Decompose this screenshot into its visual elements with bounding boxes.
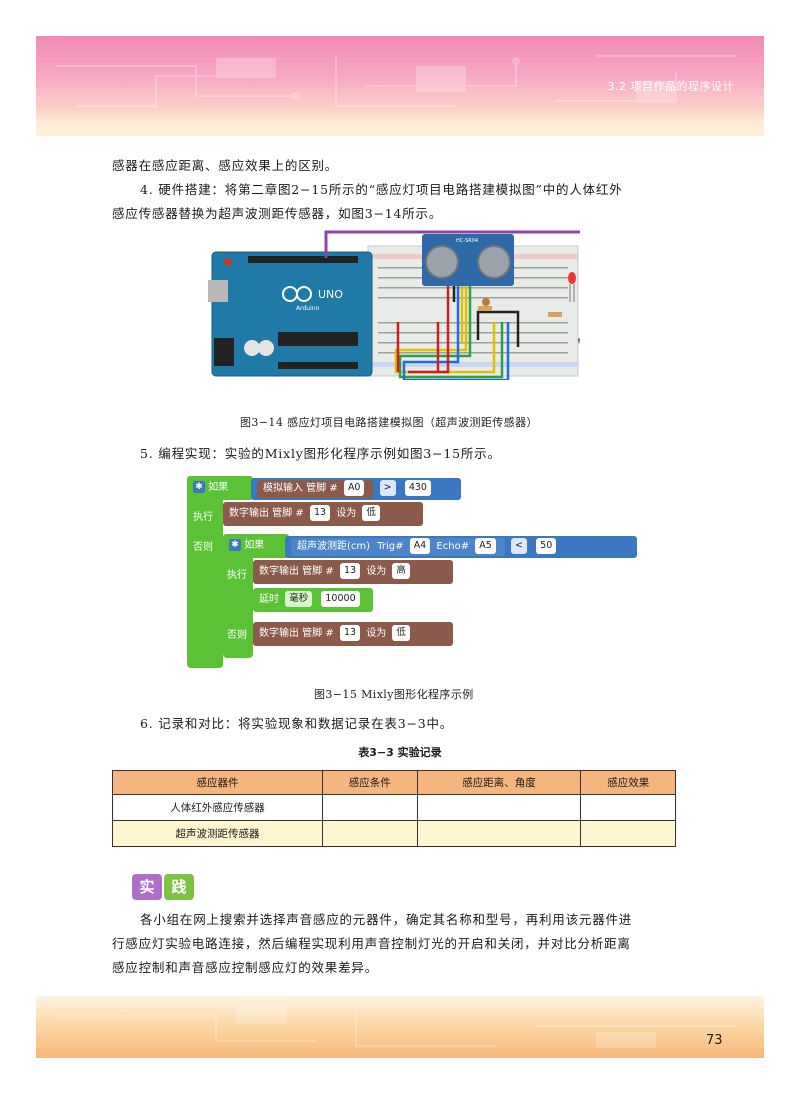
table-row: 人体红外感应传感器: [111, 794, 676, 821]
digital-write-high[interactable]: 数字输出 管脚 # 13 设为 高: [253, 560, 453, 584]
blockly-program: ✱ 如果 模拟输入 管脚 # A0 > 430 执行 数字输出 管脚 # 13 …: [187, 476, 637, 676]
if-label: 如果: [208, 482, 229, 493]
header-distance: 感应距离、角度: [416, 770, 582, 795]
board-brand: Arduino: [296, 305, 320, 312]
footer-band: [36, 996, 764, 1058]
figure-3-14-caption: 图3−14 感应灯项目电路搭建模拟图（超声波测距传感器）: [240, 416, 538, 429]
pin-a5-select[interactable]: A5: [475, 538, 496, 554]
value-430[interactable]: 430: [404, 480, 431, 496]
pin-13-select[interactable]: 13: [309, 505, 331, 521]
sensor-label: HC-SR04: [456, 238, 478, 244]
gear-icon[interactable]: ✱: [229, 539, 241, 551]
figure-3-15-caption: 图3−15 Mixly图形化程序示例: [314, 688, 474, 701]
analog-read-label: 模拟输入 管脚 #: [263, 483, 338, 494]
circuit-pattern-decoration: [56, 55, 736, 107]
pin-a4-select[interactable]: A4: [409, 538, 431, 554]
high-select[interactable]: 高: [392, 563, 410, 579]
ultrasonic-label: 超声波测距(cm): [297, 541, 371, 552]
value-10000[interactable]: 10000: [321, 591, 360, 607]
page: 3.2 项目作品的程序设计 感器在感应距离、感应效果上的区别。 4. 硬件搭建：…: [36, 36, 764, 1058]
practice-line-1: 各小组在网上搜索并选择声音感应的元器件，确定其名称和型号，再利用该元器件进: [140, 912, 633, 927]
analog-read-block[interactable]: 模拟输入 管脚 # A0 > 430: [251, 478, 461, 500]
ultrasonic-condition-block[interactable]: 超声波测距(cm) Trig# A4 Echo# A5 < 50: [285, 536, 637, 558]
op-gt-select[interactable]: >: [379, 480, 396, 496]
low-select[interactable]: 低: [362, 505, 380, 521]
inner-if-block: ✱ 如果: [223, 534, 289, 558]
header-band: 3.2 项目作品的程序设计: [36, 36, 764, 136]
else-label-2: 否则: [227, 630, 247, 641]
experiment-record-table: 感应器件 感应条件 感应距离、角度 感应效果 人体红外感应传感器 超声波测距传感…: [111, 770, 676, 847]
gear-icon[interactable]: ✱: [193, 481, 205, 493]
then-label-1: 执行: [193, 512, 213, 523]
paragraph-2-line-1: 4. 硬件搭建：将第二章图2−15所示的“感应灯项目电路搭建模拟图”中的人体红外: [140, 182, 623, 197]
outer-if-frame: [187, 476, 223, 668]
table-row: 超声波测距传感器: [111, 820, 676, 847]
circuit-pattern-decoration-footer: [56, 1006, 736, 1048]
digital-write-low-1[interactable]: 数字输出 管脚 # 13 设为 低: [223, 502, 423, 526]
paragraph-1: 感器在感应距离、感应效果上的区别。: [112, 158, 339, 173]
practice-line-3: 感应控制和声音感应控制感应灯的效果差异。: [112, 960, 379, 975]
digital-write-low-2[interactable]: 数字输出 管脚 # 13 设为 低: [253, 622, 453, 646]
value-50[interactable]: 50: [536, 538, 557, 554]
header-effect: 感应效果: [580, 770, 676, 795]
circuit-diagram: UNO Arduino HC-SR04: [208, 230, 580, 380]
then-label-2: 执行: [227, 570, 247, 581]
paragraph-3: 5. 编程实现：实验的Mixly图形化程序示例如图3−15所示。: [140, 446, 501, 461]
else-label-1: 否则: [193, 542, 213, 553]
delay-block[interactable]: 延时 毫秒 10000: [253, 588, 373, 612]
paragraph-4: 6. 记录和对比：将实验现象和数据记录在表3−3中。: [140, 716, 454, 731]
practice-badge-1: 实: [132, 874, 162, 900]
practice-line-2: 行感应灯实验电路连接，然后编程实现利用声音控制灯光的开启和关闭，并对比分析距离: [112, 936, 631, 951]
header-device: 感应器件: [111, 770, 324, 795]
pin-a0-select[interactable]: A0: [343, 480, 365, 496]
practice-badge-2: 践: [164, 874, 194, 900]
board-label: UNO: [318, 288, 343, 301]
paragraph-2-line-2: 感应传感器替换为超声波测距传感器，如图3−14所示。: [112, 206, 443, 221]
section-title: 3.2 项目作品的程序设计: [607, 80, 734, 93]
table-header-row: 感应器件 感应条件 感应距离、角度 感应效果: [111, 770, 676, 795]
ms-select[interactable]: 毫秒: [285, 591, 313, 607]
page-number: 73: [706, 1033, 723, 1048]
table-title: 表3−3 实验记录: [358, 746, 442, 759]
op-lt-select[interactable]: <: [511, 538, 527, 554]
outer-if-block: ✱ 如果: [187, 476, 253, 500]
header-condition: 感应条件: [322, 770, 418, 795]
